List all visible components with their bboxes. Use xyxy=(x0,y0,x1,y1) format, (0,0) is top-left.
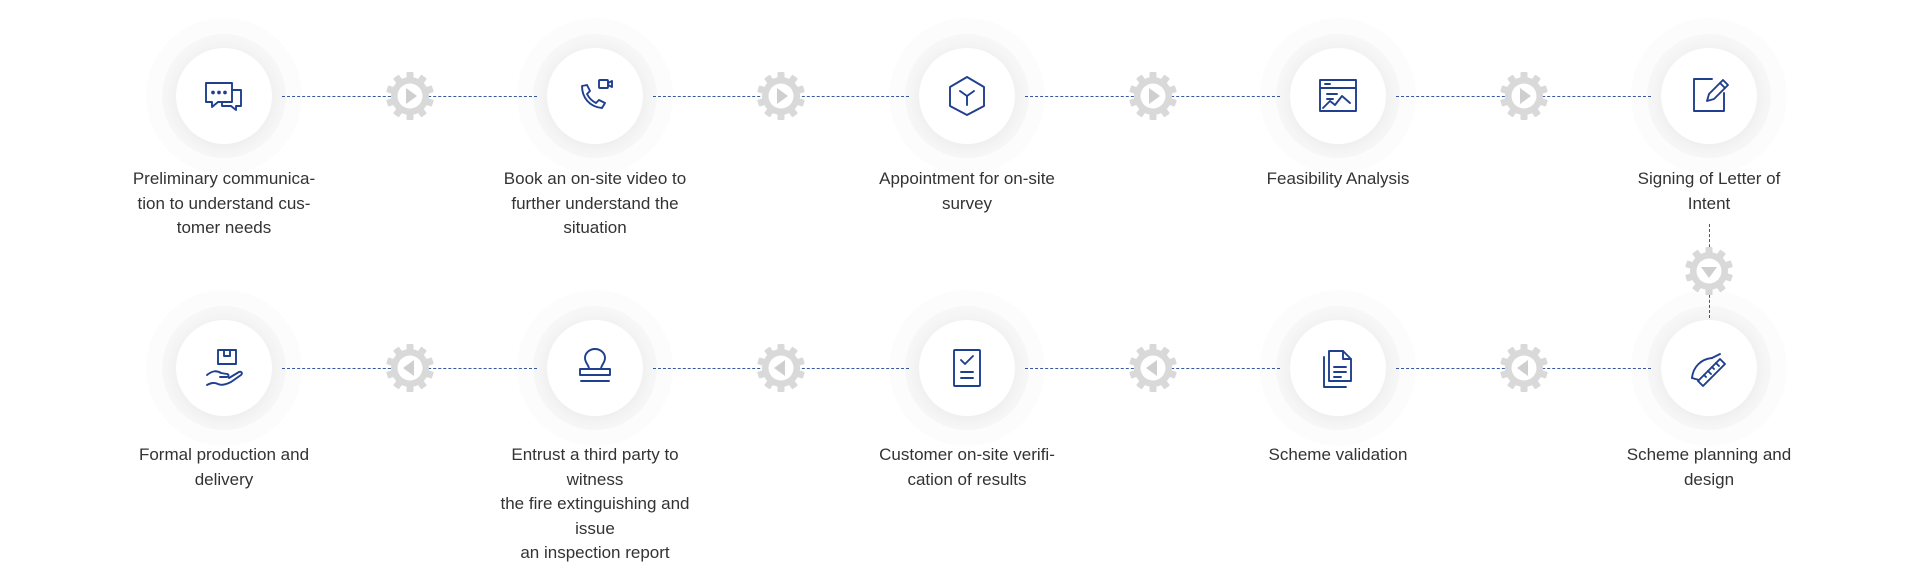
arrow-gear-icon xyxy=(1498,342,1550,394)
arrow-gear-icon xyxy=(384,342,436,394)
arrow-gear-icon xyxy=(1683,245,1735,297)
process-flow: Preliminary communica-tion to understand… xyxy=(132,48,1792,562)
step-circle xyxy=(1661,320,1757,416)
step-circle xyxy=(1290,320,1386,416)
arrow-gear-icon xyxy=(755,70,807,122)
step-circle xyxy=(176,48,272,144)
checklist-icon xyxy=(944,345,990,391)
step-circle xyxy=(919,48,1015,144)
stamp-icon xyxy=(572,345,618,391)
step-circle xyxy=(547,48,643,144)
step-label: Preliminary communica-tion to understand… xyxy=(132,169,316,237)
hexagon-icon xyxy=(944,73,990,119)
step-circle xyxy=(176,320,272,416)
step-circle xyxy=(919,320,1015,416)
step-circle xyxy=(1661,48,1757,144)
arrow-gear-icon xyxy=(755,342,807,394)
chart-document-icon xyxy=(1315,73,1361,119)
hand-box-icon xyxy=(201,345,247,391)
step-label: Customer on-site verifi-cation of result… xyxy=(879,445,1055,489)
arrow-gear-icon xyxy=(1127,70,1179,122)
arrow-gear-icon xyxy=(1498,70,1550,122)
arrow-gear-icon xyxy=(384,70,436,122)
step-circle xyxy=(1290,48,1386,144)
documents-icon xyxy=(1315,345,1361,391)
arrow-gear-icon xyxy=(1127,342,1179,394)
step-label: Scheme validation xyxy=(1268,445,1408,464)
video-call-icon xyxy=(572,73,618,119)
ruler-design-icon xyxy=(1686,345,1732,391)
step-label: Feasibility Analysis xyxy=(1266,169,1410,188)
step-circle xyxy=(547,320,643,416)
chat-icon xyxy=(201,73,247,119)
edit-icon xyxy=(1686,73,1732,119)
